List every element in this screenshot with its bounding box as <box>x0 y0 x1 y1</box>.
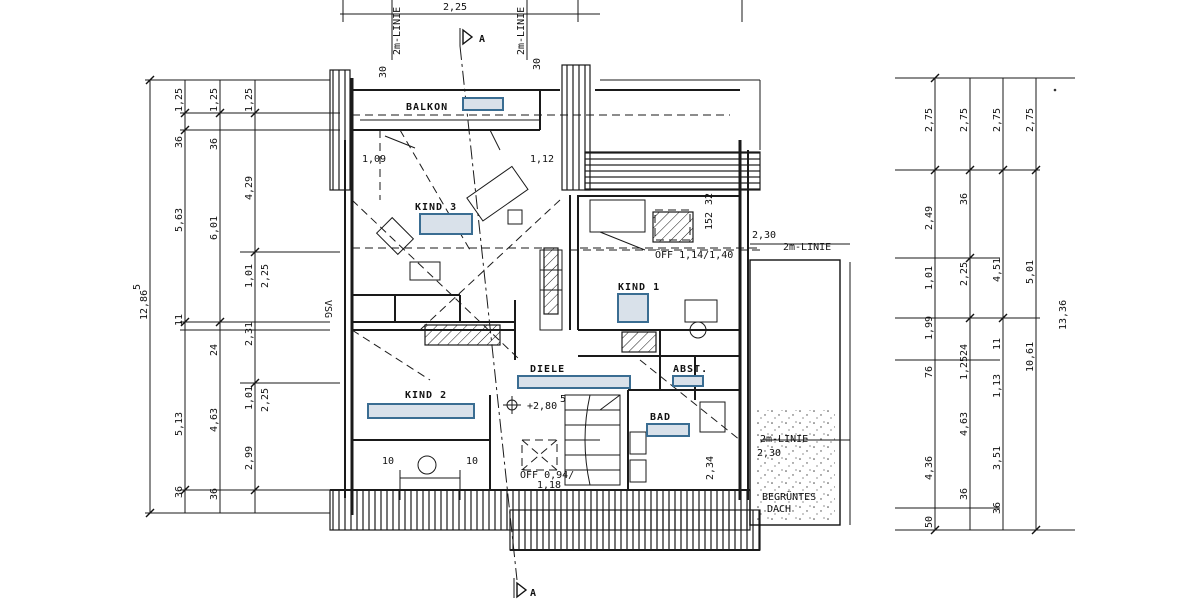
dim-right-c3-d: 24 <box>959 344 970 356</box>
dim-32: 32 <box>704 193 715 205</box>
opening-2b: 1,18 <box>537 480 561 491</box>
level-value-exp: 5 <box>560 394 566 405</box>
dim-left-c2-e: 5,13 <box>174 412 185 436</box>
dim-right-c1-c: 50 <box>924 516 935 528</box>
dim-right-c1-b: 4,36 <box>924 456 935 480</box>
two-m-line-label-b: 2m-LINIE <box>516 7 527 55</box>
room-label-kind3: KIND 3 <box>415 202 457 213</box>
dim-left-total: 12,86 <box>139 290 150 320</box>
dim-left-c3-b: 36 <box>209 138 220 150</box>
dim-112: 1,12 <box>530 154 554 165</box>
right-dimension-chains: 2,75 4,36 50 2,75 2,49 1,01 1,99 76 4,63… <box>895 73 1075 535</box>
dim-left-c3-f: 36 <box>209 488 220 500</box>
dim-left-c3-d: 24 <box>209 344 220 356</box>
room-label-diele: DIELE <box>530 364 565 375</box>
dim-left-c4-a: 1,25 <box>244 88 255 112</box>
dim-right-c5-a: 5,01 <box>1025 260 1036 284</box>
dim-right-c2-c: 1,01 <box>924 266 935 290</box>
dim-right-c5-b: 10,61 <box>1025 342 1036 372</box>
dim-right-c2-a: 2,75 <box>959 108 970 132</box>
room-label-kind2: KIND 2 <box>405 390 447 401</box>
two-m-line-label-c: 2m-LINIE <box>783 242 831 253</box>
dim-right-c2-b: 2,49 <box>924 206 935 230</box>
dim-10a: 10 <box>382 456 394 467</box>
dim-right-c3-c: 2,25 <box>959 262 970 286</box>
section-marker-top-icon <box>462 28 474 46</box>
roof-slope-lines <box>351 129 741 441</box>
dim-30-b: 30 <box>532 58 543 70</box>
green-roof-label-b: DACH <box>767 504 791 515</box>
dim-right-c4-c: 11 <box>992 338 1003 350</box>
section-marker-bottom: A <box>513 578 537 599</box>
dim-234: 2,34 <box>705 456 716 480</box>
level-value: +2,80 <box>527 401 557 412</box>
dim-left-c3-e: 4,63 <box>209 408 220 432</box>
skylights <box>521 209 691 471</box>
dim-right-c3-b: 36 <box>959 193 970 205</box>
dim-left-c4-e: 1,01 <box>244 386 255 410</box>
dim-230: 2,30 <box>752 230 776 241</box>
opening-2a: ÖFF 0,94/ <box>520 468 574 481</box>
dim-30-a: 30 <box>378 66 389 78</box>
dim-left-c2-d: 11 <box>174 314 185 326</box>
dim-left-c5-b: 2,25 <box>260 388 271 412</box>
section-marker-bottom-icon <box>516 581 528 599</box>
left-dimension-chains: 12,86 5 1,25 36 5,63 11 5,13 36 1,25 36 … <box>132 75 340 518</box>
dim-right-c3-f: 3,51 <box>992 446 1003 470</box>
dim-left-c4-c: 1,01 <box>244 264 255 288</box>
top-dimension-label: 2,25 <box>443 2 467 13</box>
dim-right-c4-b: 4,51 <box>992 258 1003 282</box>
dim-right-c2-e: 76 <box>924 366 935 378</box>
dim-right-c4-a: 2,75 <box>1025 108 1036 132</box>
dim-right-c5-c: 13,36 <box>1058 300 1069 330</box>
section-label-top: A <box>479 34 486 45</box>
dim-left-c2-b: 36 <box>174 136 185 148</box>
green-roof-area: BEGRÜNTES DACH <box>749 259 851 526</box>
vsg-label: VSG <box>322 300 333 318</box>
dim-left-c2-a: 1,25 <box>174 88 185 112</box>
dim-right-c3-a: 2,75 <box>992 108 1003 132</box>
dim-left-c4-b: 4,29 <box>244 176 255 200</box>
redaction-boxes <box>367 97 704 437</box>
furniture <box>375 129 726 483</box>
top-dimension-area: 2,25 2m-LINIE 2m-LINIE 30 30 A <box>340 0 743 78</box>
dim-right-c2-g: 36 <box>959 488 970 500</box>
room-label-abst: ABST. <box>673 364 708 375</box>
dim-left-c3-c: 6,01 <box>209 216 220 240</box>
opening-1: ÖFF 1,14/1,40 <box>655 248 733 261</box>
dim-left-c5-a: 2,25 <box>260 264 271 288</box>
roof-hatching <box>329 64 761 551</box>
dim-right-c2-d: 1,99 <box>924 316 935 340</box>
room-label-balkon: BALKON <box>406 102 448 113</box>
dim-left-c4-d: 2,31 <box>244 322 255 346</box>
dim-right-c3-e: 1,25 <box>959 356 970 380</box>
section-label-bottom: A <box>530 588 537 599</box>
room-label-kind1: KIND 1 <box>618 282 660 293</box>
dim-152: 152 <box>704 212 715 230</box>
two-m-line-label-a: 2m-LINIE <box>392 7 403 55</box>
green-roof-label-a: BEGRÜNTES <box>762 490 816 503</box>
dim-10b: 10 <box>466 456 478 467</box>
dim-right-c1-a: 2,75 <box>924 108 935 132</box>
room-label-bad: BAD <box>650 412 671 423</box>
dim-right-c4-d: 1,13 <box>992 374 1003 398</box>
dim-left-c4-f: 2,99 <box>244 446 255 470</box>
dim-right-c2-f: 4,63 <box>959 412 970 436</box>
dim-230b: 2,30 <box>757 448 781 459</box>
building-walls <box>344 78 761 515</box>
dim-109: 1,09 <box>362 154 386 165</box>
dim-right-c3-g: 36 <box>992 502 1003 514</box>
dim-left-c2-f: 36 <box>174 486 185 498</box>
dim-left-c3-a: 1,25 <box>209 88 220 112</box>
level-marker: +2,80 5 <box>503 394 566 414</box>
staircase <box>564 394 621 486</box>
dim-left-c2-c: 5,63 <box>174 208 185 232</box>
dim-left-total-exp: 5 <box>132 284 143 290</box>
